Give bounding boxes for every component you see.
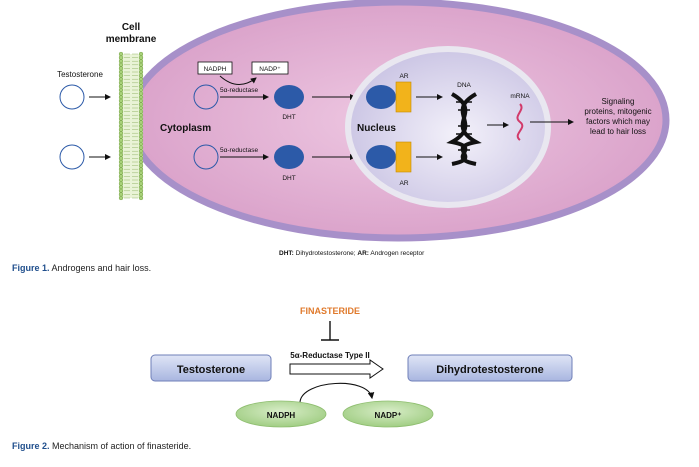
ar-label-2: AR	[399, 180, 408, 187]
figure1-caption-label: Figure 1.	[12, 263, 50, 273]
dht-molecule-1	[274, 85, 304, 109]
testosterone-box-label: Testosterone	[177, 364, 245, 376]
testosterone-inner-2	[193, 144, 219, 170]
cofactor-curve-arrow	[219, 75, 257, 85]
figure-1: Cell membrane Testosterone NADPH NADP⁺ 5…	[57, 0, 670, 257]
cell-membrane-label-line1: Cell	[122, 22, 141, 33]
testosterone-inner-1	[193, 84, 219, 110]
figure2-caption: Figure 2. Mechanism of action of finaste…	[12, 441, 191, 451]
testosterone-label: Testosterone	[57, 70, 103, 79]
figure1-caption-text: Androgens and hair loss.	[49, 263, 152, 273]
reductase-label-2: 5α-reductase	[220, 147, 258, 154]
ar-label-1: AR	[399, 73, 408, 80]
mrna-label: mRNA	[510, 93, 530, 100]
figure2-caption-label: Figure 2.	[12, 441, 50, 451]
cell-membrane	[118, 51, 144, 201]
nadp-plus-box	[251, 61, 289, 75]
dht-molecule-2	[274, 145, 304, 169]
nadp-plus-ellipse-label: NADP⁺	[375, 411, 402, 420]
testosterone-molecule-2	[59, 144, 85, 170]
signaling-text-line2: proteins, mitogenic	[584, 107, 651, 116]
nadp-plus-ellipse	[342, 400, 434, 428]
dht-bound-1	[366, 85, 396, 109]
nadph-ellipse-label: NADPH	[267, 411, 296, 420]
nucleus-label: Nucleus	[357, 123, 396, 134]
nadph-box-label: NADPH	[204, 66, 227, 73]
nadph-box	[197, 61, 233, 75]
dht-bound-2	[366, 145, 396, 169]
dht-label-1: DHT	[282, 114, 295, 121]
androgen-receptor-1	[395, 81, 412, 113]
figure1-caption: Figure 1. Androgens and hair loss.	[12, 263, 151, 273]
dht-label-2: DHT	[282, 175, 295, 182]
conversion-arrow	[289, 359, 384, 379]
signaling-text-line3: factors which may	[586, 117, 650, 126]
cell-membrane-label-line2: membrane	[106, 34, 157, 45]
cofactor-arc-arrow	[299, 382, 375, 403]
nadp-plus-box-label: NADP⁺	[259, 66, 281, 73]
finasteride-label: FINASTERIDE	[300, 306, 360, 316]
enzyme-label: 5α-Reductase Type II	[290, 351, 369, 360]
signaling-text-line4: lead to hair loss	[590, 127, 646, 136]
nadph-ellipse	[235, 400, 327, 428]
reductase-label-1: 5α-reductase	[220, 87, 258, 94]
signaling-text-line1: Signaling	[602, 97, 635, 106]
dihydrotestosterone-box-label: Dihydrotestosterone	[436, 364, 544, 376]
cytoplasm-label: Cytoplasm	[160, 123, 211, 134]
figure-2: FINASTERIDE 5α-Reductase Type II Testost…	[150, 306, 573, 428]
dihydrotestosterone-box	[407, 354, 573, 382]
mrna-strand	[516, 103, 524, 141]
figure1-legend: DHT: Dihydrotestosterone; AR: Androgen r…	[279, 250, 425, 257]
dna-label: DNA	[457, 82, 471, 89]
figure2-caption-text: Mechanism of action of finasteride.	[49, 441, 192, 451]
testosterone-box	[150, 354, 272, 382]
androgen-receptor-2	[395, 141, 412, 173]
testosterone-molecule-1	[59, 84, 85, 110]
dna-helix	[446, 92, 482, 166]
